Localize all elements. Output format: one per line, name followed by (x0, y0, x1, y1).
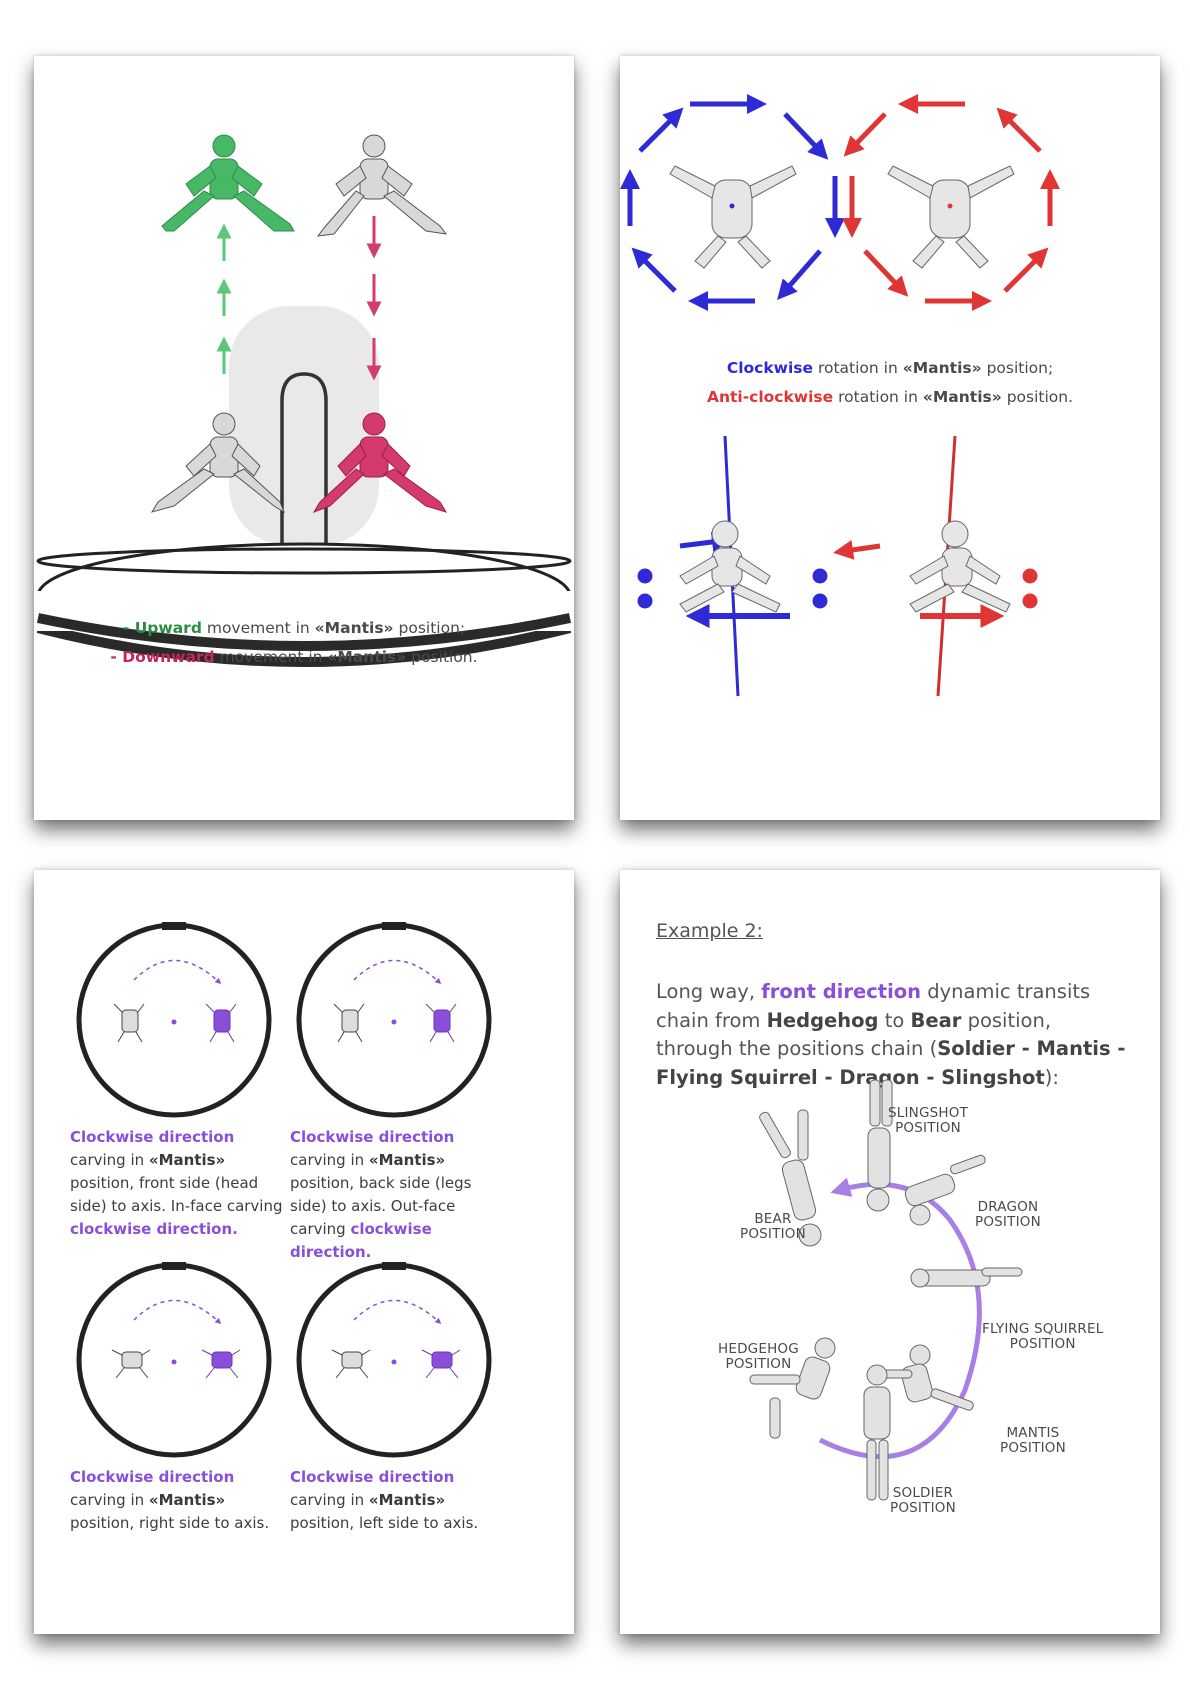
red-orbit-arrows (833, 539, 1038, 628)
caption-text: movement in (201, 619, 315, 637)
caption-line-clockwise: Clockwise rotation in «Mantis» position; (620, 354, 1160, 383)
caption-highlight: Clockwise direction (70, 1468, 235, 1486)
desc-bold: Hedgehog (766, 1008, 879, 1032)
desc-highlight: front direction (761, 980, 922, 1003)
caption-text: position, front side (head side) to axis… (70, 1174, 283, 1215)
transit-chain-diagram (749, 1079, 1023, 1501)
top-view-figure-blue (669, 165, 797, 269)
page-carving: Clockwise direction carving in «Mantis» … (34, 870, 574, 1634)
caption-highlight: clockwise direction. (290, 1220, 432, 1261)
desc-text: ): (1044, 1065, 1059, 1089)
desc-text: to (878, 1008, 911, 1032)
caption-movement: - Upward movement in «Mantis» position; … (34, 614, 554, 672)
blue-orbit-arrows (637, 532, 828, 628)
clockwise-arrows (620, 94, 845, 311)
desc-bold: Bear (910, 1008, 962, 1032)
caption-term: «Mantis» (902, 359, 982, 377)
side-figure-blue (679, 520, 781, 613)
caption-text: carving in (70, 1151, 149, 1169)
caption-text: position, right side to axis. (70, 1514, 270, 1532)
flying-squirrel-figure (910, 1267, 1023, 1288)
mantis-figure (881, 1344, 974, 1411)
caption-line-anticlockwise: Anti-clockwise rotation in «Mantis» posi… (620, 383, 1160, 412)
caption-term: «Mantis» (368, 1491, 446, 1509)
carving-diagram-4 (296, 1262, 492, 1458)
caption-term: «Mantis» (314, 619, 394, 637)
carving-diagram-2 (296, 922, 492, 1118)
caption-term: «Mantis» (148, 1491, 226, 1509)
tunnel-door (229, 306, 379, 546)
rotation-illustration (620, 94, 1060, 697)
caption-highlight-anticlockwise: Anti-clockwise (706, 388, 834, 406)
page-example-2: Example 2: Long way, front direction dyn… (620, 870, 1160, 1634)
caption-text: movement in (214, 648, 328, 666)
slingshot-figure (866, 1079, 893, 1212)
carving-diagram-1 (76, 922, 272, 1118)
page-upward-downward: - Upward movement in «Mantis» position; … (34, 56, 574, 820)
door-handle-rail (280, 372, 328, 544)
green-mantis-figure (161, 134, 295, 232)
caption-highlight-upward: Upward (134, 619, 202, 637)
caption-text: carving in (290, 1491, 369, 1509)
caption-highlight-clockwise: Clockwise (726, 359, 814, 377)
carving-caption-1: Clockwise direction carving in «Mantis» … (70, 1126, 290, 1241)
caption-text: carving in (70, 1491, 149, 1509)
dragon-figure (904, 1154, 986, 1226)
caption-text: rotation in (813, 359, 903, 377)
caption-text: position. (1001, 388, 1074, 406)
caption-text: position; (981, 359, 1054, 377)
page-rotation: Clockwise rotation in «Mantis» position;… (620, 56, 1160, 820)
desc-text: dynamic transits chain from (656, 980, 1091, 1032)
caption-text: position, left side to axis. (290, 1514, 479, 1532)
caption-term: «Mantis» (922, 388, 1002, 406)
floor-ring-edge (36, 623, 572, 667)
grey-mantis-figure-top (316, 134, 448, 237)
caption-text: carving in (290, 1151, 369, 1169)
hedgehog-figure (749, 1337, 836, 1439)
desc-bold: Soldier - Mantis - Flying Squirrel - Dra… (656, 1037, 1126, 1089)
bear-figure (759, 1109, 822, 1247)
caption-term: «Mantis» (327, 648, 407, 666)
desc-text: position, through the positions chain ( (656, 1008, 1052, 1061)
caption-highlight: Clockwise direction (290, 1468, 455, 1486)
caption-highlight: Clockwise direction (70, 1128, 235, 1146)
pink-mantis-figure (312, 412, 448, 513)
caption-text: rotation in (833, 388, 923, 406)
example-description: Long way, front direction dynamic transi… (656, 978, 1126, 1092)
top-view-figure-red (887, 165, 1015, 269)
transit-path-arrow (818, 1177, 982, 1460)
caption-highlight: clockwise direction. (70, 1220, 238, 1238)
caption-text: position; (393, 619, 466, 637)
caption-line-downward: - Downward movement in «Mantis» position… (34, 643, 554, 672)
caption-prefix: - (110, 648, 123, 666)
caption-term: «Mantis» (368, 1151, 446, 1169)
caption-text: position. (406, 648, 478, 666)
soldier-figure (863, 1364, 891, 1501)
caption-term: «Mantis» (148, 1151, 226, 1169)
example-title: Example 2: (656, 920, 763, 942)
caption-rotation: Clockwise rotation in «Mantis» position;… (620, 354, 1160, 412)
caption-highlight-downward: Downward (122, 648, 215, 666)
anticlockwise-arrows (842, 94, 1060, 311)
carving-illustrations (76, 922, 492, 1458)
caption-highlight: Clockwise direction (290, 1128, 455, 1146)
side-figure-red (909, 520, 1011, 613)
carving-caption-2: Clockwise direction carving in «Mantis» … (290, 1126, 510, 1264)
wind-tunnel-illustration (34, 134, 574, 667)
carving-diagram-3 (76, 1262, 272, 1458)
caption-text: position, back side (legs side) to axis.… (290, 1174, 472, 1238)
desc-text: Long way, (656, 980, 762, 1003)
carving-caption-4: Clockwise direction carving in «Mantis» … (290, 1466, 510, 1535)
grey-mantis-figure-bottom (150, 412, 286, 514)
carving-caption-3: Clockwise direction carving in «Mantis» … (70, 1466, 290, 1535)
caption-line-upward: - Upward movement in «Mantis» position; (34, 614, 554, 643)
caption-prefix: - (122, 619, 135, 637)
